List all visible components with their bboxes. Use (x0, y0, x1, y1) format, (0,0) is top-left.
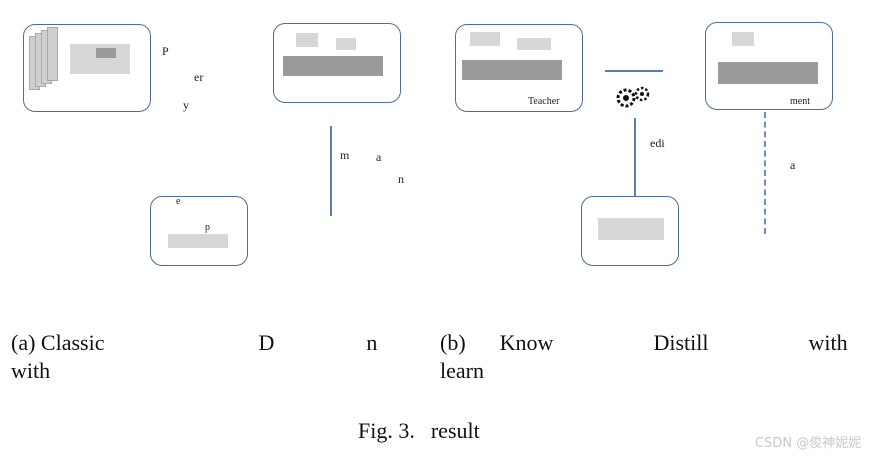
arrow-shape-b1 (462, 60, 562, 80)
caption-a-end: n (366, 330, 378, 355)
figure-title: result (430, 418, 480, 443)
label-fragment: a (376, 150, 382, 164)
arrow-shape-b2 (718, 62, 818, 84)
caption-a-tail: D (258, 330, 275, 355)
arrow-shape-a1 (96, 48, 116, 58)
gear-icon (614, 83, 654, 111)
image-patch-a2b (336, 38, 356, 50)
caption-b-lead: (b) (440, 330, 466, 355)
image-patch-b1b (517, 38, 551, 50)
connector-b-dashed (764, 112, 766, 234)
label-fragment: er (194, 70, 204, 84)
label-fragment: m (340, 148, 350, 162)
label-fragment: ment (790, 96, 810, 107)
caption-b-line1: (b) Know Distill with (440, 330, 848, 356)
label-fragment: n (398, 172, 404, 186)
image-patch-b1 (470, 32, 500, 46)
connector-b-top (605, 70, 663, 72)
caption-b-line2: learn (440, 358, 484, 383)
image-patch-a2 (296, 33, 318, 47)
caption-a-line2: with (11, 358, 51, 383)
image-patch-a3 (168, 234, 228, 248)
watermark: CSDN @俊神妮妮 (755, 436, 862, 451)
label-fragment: edi (650, 136, 665, 150)
label-fragment: P (162, 44, 169, 58)
connector-b-mid (634, 118, 636, 196)
image-patch-b2 (732, 32, 754, 46)
label-fragment: a (790, 158, 796, 172)
connector-a (330, 126, 332, 216)
label-fragment: Teacher (528, 96, 560, 107)
label-fragment: y (183, 98, 189, 112)
caption-b-mid: Know (499, 330, 554, 355)
figure-label: Fig. 3. (358, 418, 415, 443)
arrow-shape-a2 (283, 56, 383, 76)
label-fragment: p (205, 222, 210, 233)
label-fragment: e (176, 196, 181, 207)
caption-a-lead: (a) Classic (11, 330, 105, 355)
caption-b-end: with (808, 330, 848, 355)
caption-b-mid2: Distill (653, 330, 709, 355)
student-box-a (150, 196, 248, 266)
image-patch-b3 (598, 218, 664, 240)
figure-caption: Fig. 3. result (358, 418, 480, 444)
